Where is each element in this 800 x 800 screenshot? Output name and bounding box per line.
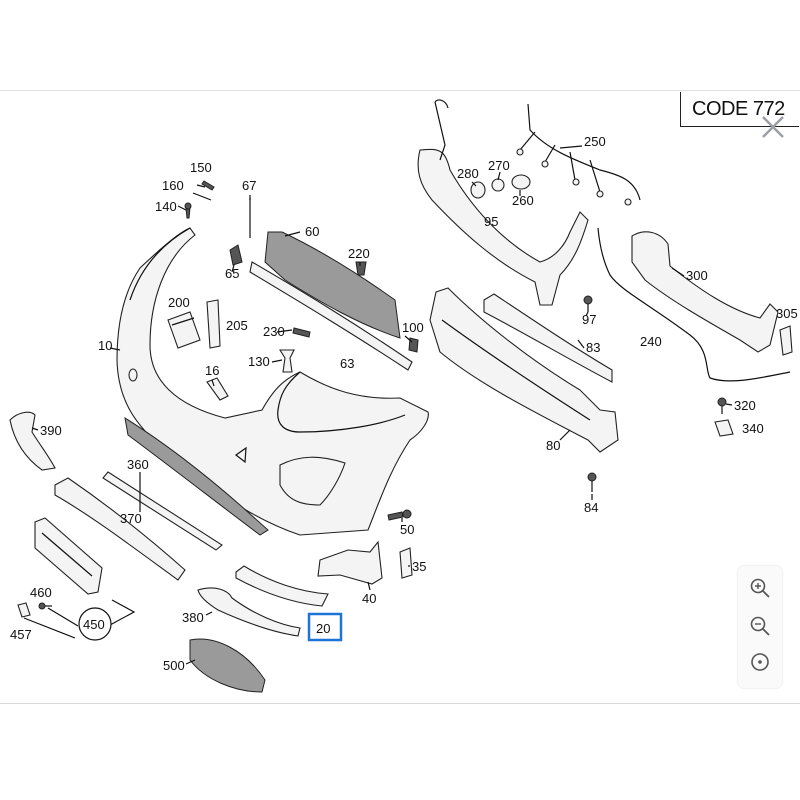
impact-beam-80[interactable]	[429, 287, 619, 453]
bolt-320[interactable]	[717, 397, 727, 414]
callout-label[interactable]: 220	[348, 246, 370, 261]
callout-label[interactable]: 250	[584, 134, 606, 149]
zoom-controls	[738, 566, 782, 688]
bolt-84[interactable]	[587, 472, 597, 492]
callout-label[interactable]: 450	[83, 617, 105, 632]
callout-label[interactable]: 140	[155, 199, 177, 214]
clip-305[interactable]	[779, 325, 793, 356]
panel-bottom-divider	[0, 703, 800, 704]
callout-label[interactable]: 50	[400, 522, 414, 537]
callout-label-highlighted[interactable]: 20	[316, 621, 330, 636]
leader-457	[23, 617, 76, 639]
sensor-280[interactable]	[470, 181, 486, 199]
trim-370[interactable]	[54, 477, 186, 581]
callout-label[interactable]: 460	[30, 585, 52, 600]
callout-label[interactable]: 360	[127, 457, 149, 472]
callout-label[interactable]: 100	[402, 320, 424, 335]
callout-label[interactable]: 35	[412, 559, 426, 574]
clip-65[interactable]	[229, 244, 243, 266]
trim-strip-63[interactable]	[249, 261, 413, 371]
lower-grille-strip[interactable]	[124, 416, 269, 536]
sensor-260[interactable]	[511, 174, 531, 190]
callout-label[interactable]: 95	[484, 214, 498, 229]
callout-label[interactable]: 130	[248, 354, 270, 369]
bracket-390[interactable]	[9, 411, 56, 471]
grille-500[interactable]	[189, 638, 266, 693]
clip-35[interactable]	[399, 547, 413, 579]
callout-label[interactable]: 10	[98, 338, 112, 353]
bracket-300[interactable]	[631, 231, 779, 353]
callout-label[interactable]: 205	[226, 318, 248, 333]
bolt-97[interactable]	[583, 295, 593, 312]
callout-label[interactable]: 200	[168, 295, 190, 310]
callout-label[interactable]: 260	[512, 193, 534, 208]
molding-380[interactable]	[197, 587, 301, 637]
callout-label[interactable]: 67	[242, 178, 256, 193]
bracket-205[interactable]	[206, 299, 221, 349]
nut-340[interactable]	[714, 419, 734, 437]
zoom-out-icon[interactable]	[748, 614, 772, 638]
callout-label[interactable]: 150	[190, 160, 212, 175]
callout-label[interactable]: 84	[584, 500, 598, 515]
zoom-in-icon[interactable]	[748, 576, 772, 600]
wiring-250[interactable]	[516, 103, 641, 206]
carrier-95[interactable]	[417, 99, 589, 306]
callout-label[interactable]: 240	[640, 334, 662, 349]
code-label: CODE 772	[692, 98, 785, 120]
clip-160[interactable]	[192, 192, 212, 201]
callout-label[interactable]: 320	[734, 398, 756, 413]
callout-label[interactable]: 380	[182, 610, 204, 625]
callout-circle-450[interactable]	[78, 607, 112, 641]
leader-450	[109, 599, 136, 626]
callout-label[interactable]: 280	[457, 166, 479, 181]
callout-label[interactable]: 370	[120, 511, 142, 526]
wire-240[interactable]	[597, 227, 791, 382]
center-icon[interactable]	[748, 650, 772, 674]
nut-457[interactable]	[17, 602, 31, 618]
callout-label[interactable]: 83	[586, 340, 600, 355]
plate-bracket[interactable]	[34, 517, 103, 595]
callout-label[interactable]: 457	[10, 627, 32, 642]
callout-label[interactable]: 97	[582, 312, 596, 327]
leader-lines	[31, 145, 733, 665]
callout-label[interactable]: 16	[205, 363, 219, 378]
callout-label[interactable]: 60	[305, 224, 319, 239]
callout-label[interactable]: 340	[742, 421, 764, 436]
screw-50[interactable]	[387, 509, 412, 521]
callout-label[interactable]: 270	[488, 158, 510, 173]
leader-460	[47, 607, 79, 627]
panel-top-divider	[0, 90, 800, 91]
callout-label[interactable]: 63	[340, 356, 354, 371]
clip-150[interactable]	[201, 180, 215, 191]
sensor-200[interactable]	[167, 311, 201, 349]
molding-20[interactable]	[235, 565, 329, 607]
callout-label[interactable]: 300	[686, 268, 708, 283]
cap-16[interactable]	[206, 377, 229, 401]
callout-label[interactable]: 230	[263, 324, 285, 339]
callout-label[interactable]: 305	[776, 306, 798, 321]
callout-label[interactable]: 65	[225, 266, 239, 281]
screw-230[interactable]	[292, 327, 311, 338]
callout-label[interactable]: 80	[546, 438, 560, 453]
callout-label[interactable]: 500	[163, 658, 185, 673]
clip-220[interactable]	[355, 261, 367, 276]
push-clip-130[interactable]	[279, 349, 295, 373]
absorber-83[interactable]	[483, 293, 613, 383]
bolt-460[interactable]	[38, 602, 52, 610]
upper-grille-60[interactable]	[264, 231, 401, 339]
sensor-270[interactable]	[491, 178, 505, 192]
clip-140[interactable]	[184, 202, 192, 219]
callout-label[interactable]: 40	[362, 591, 376, 606]
strip-360[interactable]	[102, 471, 223, 551]
callout-highlight-20[interactable]	[307, 612, 343, 642]
callout-label[interactable]: 160	[162, 178, 184, 193]
close-icon[interactable]	[760, 114, 786, 140]
callout-label[interactable]: 390	[40, 423, 62, 438]
bracket-40[interactable]	[317, 540, 383, 585]
